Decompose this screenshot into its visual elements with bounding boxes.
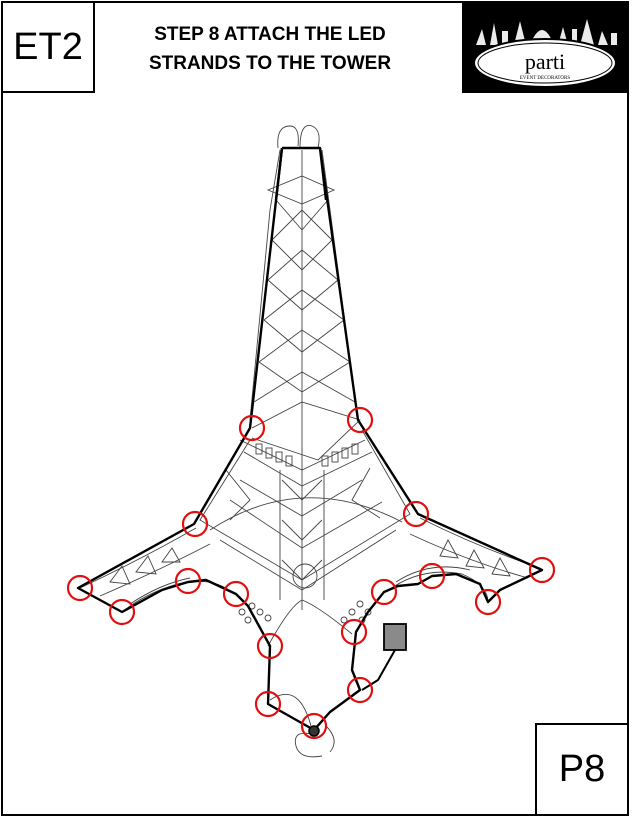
power-supply-icon [383,623,407,651]
logo-subtext: EVENT DECORATORS [520,76,570,81]
attachment-point-icon [256,632,284,660]
attachment-point-icon [181,510,209,538]
attachment-point-icon [66,574,94,602]
attachment-point-icon [222,580,250,608]
step-title-line-2: STRANDS TO THE TOWER [148,53,392,74]
page-number: P8 [558,748,606,790]
attachment-point-icon [340,618,368,646]
strand-connector [308,725,320,737]
attachment-point-icon [418,562,446,590]
power-cable [361,649,396,691]
attachment-point-icon [346,676,374,704]
attachment-point-icon [402,500,430,528]
step-code-box: ET2 [1,1,95,93]
logo-text: parti [525,49,565,74]
logo-icon: parti EVENT DECORATORS [462,1,629,93]
step-title-line-1: STEP 8 ATTACH THE LED [154,24,386,45]
attachment-point-icon [108,598,136,626]
attachment-point-icon [474,588,502,616]
attachment-point-icon [174,567,202,595]
attachment-point-icon [254,690,282,718]
attachment-point-icon [300,712,328,740]
attachment-point-icon [528,556,556,584]
attachment-point-icon [346,406,374,434]
step-title: STEP 8 ATTACH THE LED STRANDS TO THE TOW… [110,20,430,78]
attachment-point-icon [238,414,266,442]
step-code: ET2 [13,25,83,68]
logo: parti EVENT DECORATORS [462,1,629,93]
attachment-point-icon [370,578,398,606]
page-number-box: P8 [535,723,629,816]
